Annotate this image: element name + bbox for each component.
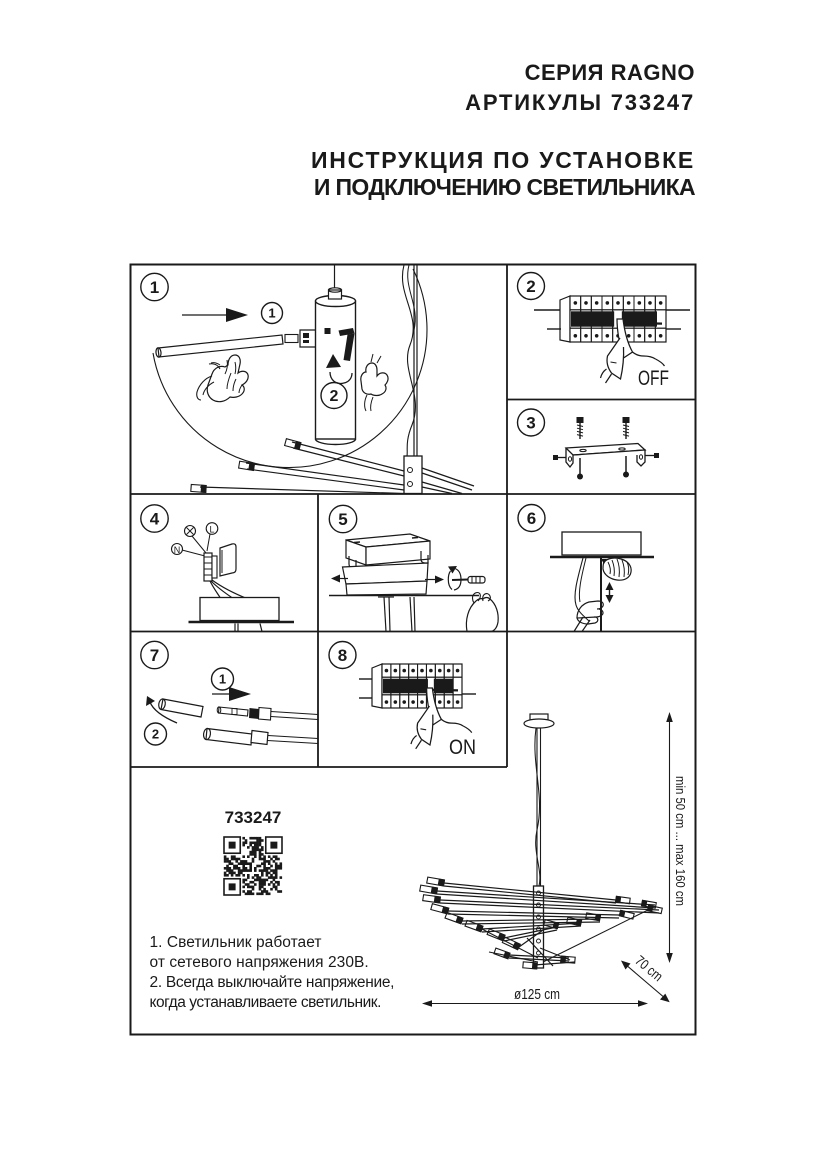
svg-text:ø125 cm: ø125 cm xyxy=(514,986,560,1003)
svg-text:70 cm: 70 cm xyxy=(632,952,666,984)
svg-text:2: 2 xyxy=(152,726,159,741)
svg-text:min 50 cm ... max 160 cm: min 50 cm ... max 160 cm xyxy=(673,776,688,906)
svg-text:N: N xyxy=(174,545,181,555)
svg-text:1: 1 xyxy=(268,305,275,320)
svg-text:8: 8 xyxy=(338,646,347,665)
svg-text:3: 3 xyxy=(526,413,535,432)
svg-text:7: 7 xyxy=(150,646,159,665)
svg-text:2: 2 xyxy=(526,277,535,296)
svg-text:OFF: OFF xyxy=(638,367,669,390)
svg-text:5: 5 xyxy=(338,510,347,529)
svg-text:1: 1 xyxy=(219,671,226,686)
svg-text:4: 4 xyxy=(150,509,160,528)
svg-text:L: L xyxy=(209,525,214,535)
svg-text:6: 6 xyxy=(527,509,536,528)
svg-text:2: 2 xyxy=(330,388,339,405)
svg-text:ON: ON xyxy=(449,736,476,759)
svg-text:1: 1 xyxy=(150,278,159,297)
